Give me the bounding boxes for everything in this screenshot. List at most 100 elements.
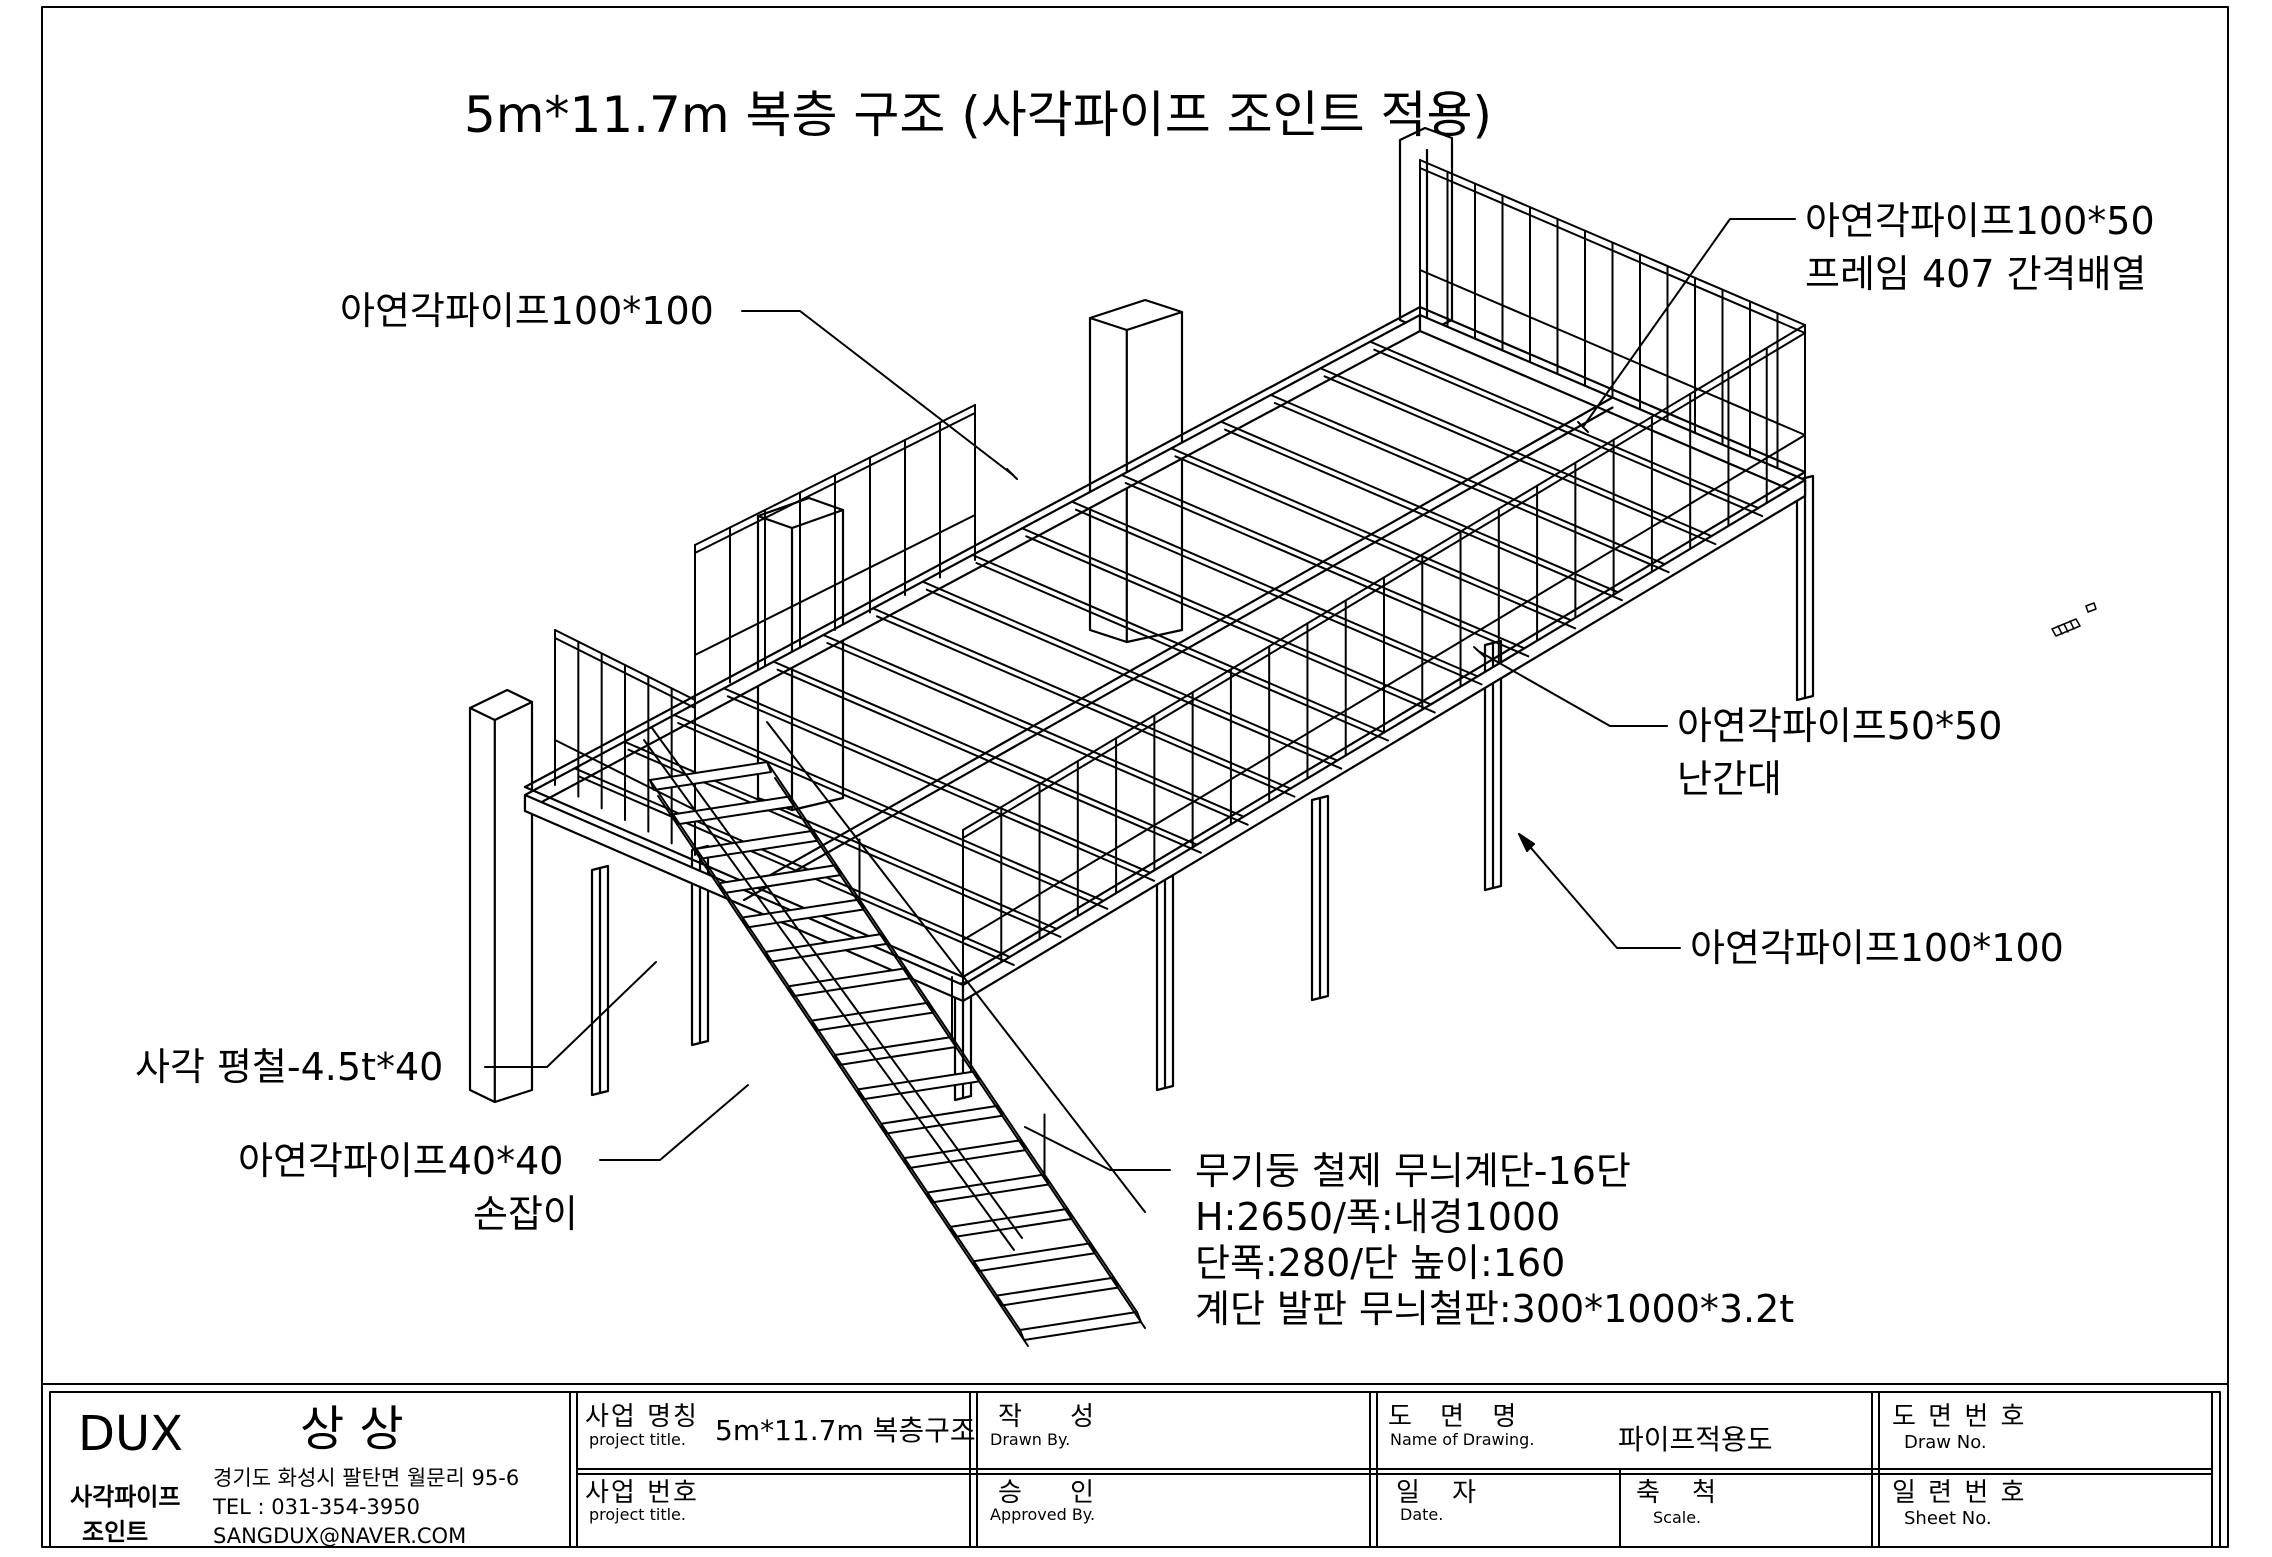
stair-stringer-left-lower	[657, 795, 1029, 1347]
drawing-name-value: 파이프적용도	[1618, 1423, 1773, 1456]
leader-50x50-tick	[1473, 646, 1486, 658]
support-columns	[590, 474, 1815, 1102]
stair-tread	[672, 795, 796, 826]
floor-frame-lower	[1025, 535, 1436, 714]
floor-frame-lower	[826, 642, 1249, 826]
floor-frame	[1369, 340, 1760, 510]
callout-stair-type: 무기둥 철제 무늬계단-16단	[1195, 1149, 1631, 1193]
stair-tread	[649, 761, 772, 791]
company-name: 상 상	[300, 1401, 404, 1457]
callout-stair-plate: 계단 발판 무늬철판:300*1000*3.2t	[1195, 1287, 1795, 1331]
callout-stair-height: H:2650/폭:내경1000	[1195, 1195, 1561, 1239]
sheet-no-sub: Sheet No.	[1904, 1508, 1992, 1529]
scale-sub: Scale.	[1653, 1508, 1702, 1527]
wall-pillar-edge	[493, 700, 534, 722]
callout-pipe-100x50: 아연각파이프100*50	[1805, 199, 2155, 243]
floor-frame-lower	[1323, 375, 1717, 546]
callout-pipe-100x100-right: 아연각파이프100*100	[1690, 926, 2064, 970]
drawing-name-label: 도 면 명	[1388, 1402, 1527, 1432]
floor-frame	[921, 580, 1339, 762]
floor-frame-lower	[1273, 402, 1670, 574]
drawn-by-sub: Drawn By.	[990, 1430, 1071, 1449]
stair-tread	[880, 1104, 1004, 1135]
stair-handrail-right	[766, 721, 1146, 1213]
leader-flat-bar	[484, 961, 657, 1068]
leader-50x50	[1479, 651, 1668, 727]
title-block-grid	[41, 1383, 2229, 1548]
leader-100x50	[1582, 218, 1796, 428]
floor-frame	[722, 687, 1152, 874]
floor-frame	[1269, 394, 1666, 566]
company-product-line1: 사각파이프	[70, 1483, 181, 1511]
joint-detail-mark	[2051, 602, 2097, 637]
approved-by-label: 승 인	[998, 1478, 1115, 1508]
stair-tread	[834, 1036, 957, 1066]
callout-pipe-50x50: 아연각파이프50*50	[1677, 704, 2003, 748]
floor-frame	[1021, 527, 1432, 706]
stair-tread	[1019, 1311, 1142, 1341]
floor-frames	[573, 340, 1764, 966]
floor-frame-lower	[876, 615, 1296, 798]
approved-by-sub: Approved By.	[990, 1505, 1096, 1524]
stair-stringer-left	[649, 779, 1021, 1331]
floor-frame	[1070, 500, 1479, 678]
floor-frame	[872, 607, 1292, 790]
callout-handrail-pipe: 아연각파이프40*40	[238, 1139, 564, 1183]
callout-handrail: 손잡이	[473, 1192, 578, 1236]
beam-left-long-top	[523, 305, 1422, 789]
company-brand: DUX	[78, 1406, 183, 1462]
leader-100x100-right	[1518, 833, 1681, 949]
floor-frame	[971, 554, 1385, 734]
project-name-value: 5m*11.7m 복층구조	[715, 1414, 976, 1447]
floor-frame	[673, 714, 1105, 902]
drawn-by-label: 작 성	[998, 1402, 1115, 1432]
floor-frame-lower	[1124, 482, 1530, 658]
scale-label: 축 척	[1636, 1478, 1729, 1508]
drawing-title: 5m*11.7m 복층 구조 (사각파이프 조인트 적용)	[464, 86, 1493, 144]
floor-frame	[1170, 447, 1573, 622]
floor-frame-lower	[1224, 428, 1623, 602]
floor-frame	[573, 767, 1011, 958]
company-address: 경기도 화성시 팔탄면 월문리 95-6	[213, 1466, 520, 1490]
date-sub: Date.	[1400, 1505, 1444, 1524]
floor-frame-lower	[925, 588, 1343, 770]
sheet-no-label: 일 련 번 호	[1892, 1478, 2027, 1508]
staircase	[643, 721, 1146, 1347]
leader-100x100-right-arrow	[1518, 833, 1535, 852]
leader-100x100-top-tick	[1006, 468, 1018, 480]
wall-pillar-edge	[468, 706, 496, 722]
drawing-no-sub: Draw No.	[1904, 1432, 1987, 1453]
project-name-sub: project title.	[589, 1430, 686, 1449]
callout-flat-bar: 사각 평철-4.5t*40	[135, 1045, 444, 1089]
callout-frame-spacing: 프레임 407 간격배열	[1805, 252, 2147, 296]
floor-frame	[1220, 420, 1619, 594]
beam-middle-lower	[742, 406, 1614, 902]
floor-frame-lower	[776, 668, 1202, 854]
stair-handrail-left-inner	[651, 727, 1023, 1239]
floor-frame-lower	[677, 722, 1109, 910]
company-tel: TEL : 031-354-3950	[213, 1495, 420, 1519]
floor-frame-lower	[1074, 508, 1483, 686]
stair-stringer-right-lower	[774, 777, 1146, 1329]
drawing-no-label: 도 면 번 호	[1892, 1402, 2027, 1432]
stair-tread	[787, 967, 911, 998]
guard-rails	[554, 159, 1806, 986]
stair-tread	[903, 1139, 1027, 1170]
callout-stair-step: 단폭:280/단 높이:160	[1195, 1241, 1566, 1285]
stair-tread	[995, 1276, 1119, 1307]
callout-guard-rail: 난간대	[1677, 757, 1782, 801]
leader-lines	[484, 218, 1796, 1171]
date-label: 일 자	[1396, 1478, 1489, 1508]
callout-pipe-100x100-top: 아연각파이프100*100	[340, 289, 714, 333]
leader-handrail	[599, 1084, 749, 1161]
stair-handrail-left	[643, 739, 1015, 1251]
floor-frame	[772, 660, 1198, 846]
floor-frame-lower	[726, 695, 1156, 882]
leader-100x50-tick	[1577, 421, 1589, 433]
leader-stair	[1024, 1126, 1171, 1171]
drawing-name-sub: Name of Drawing.	[1390, 1430, 1535, 1449]
project-name-label: 사업 명칭	[585, 1402, 699, 1432]
floor-frame-lower	[1373, 348, 1764, 518]
